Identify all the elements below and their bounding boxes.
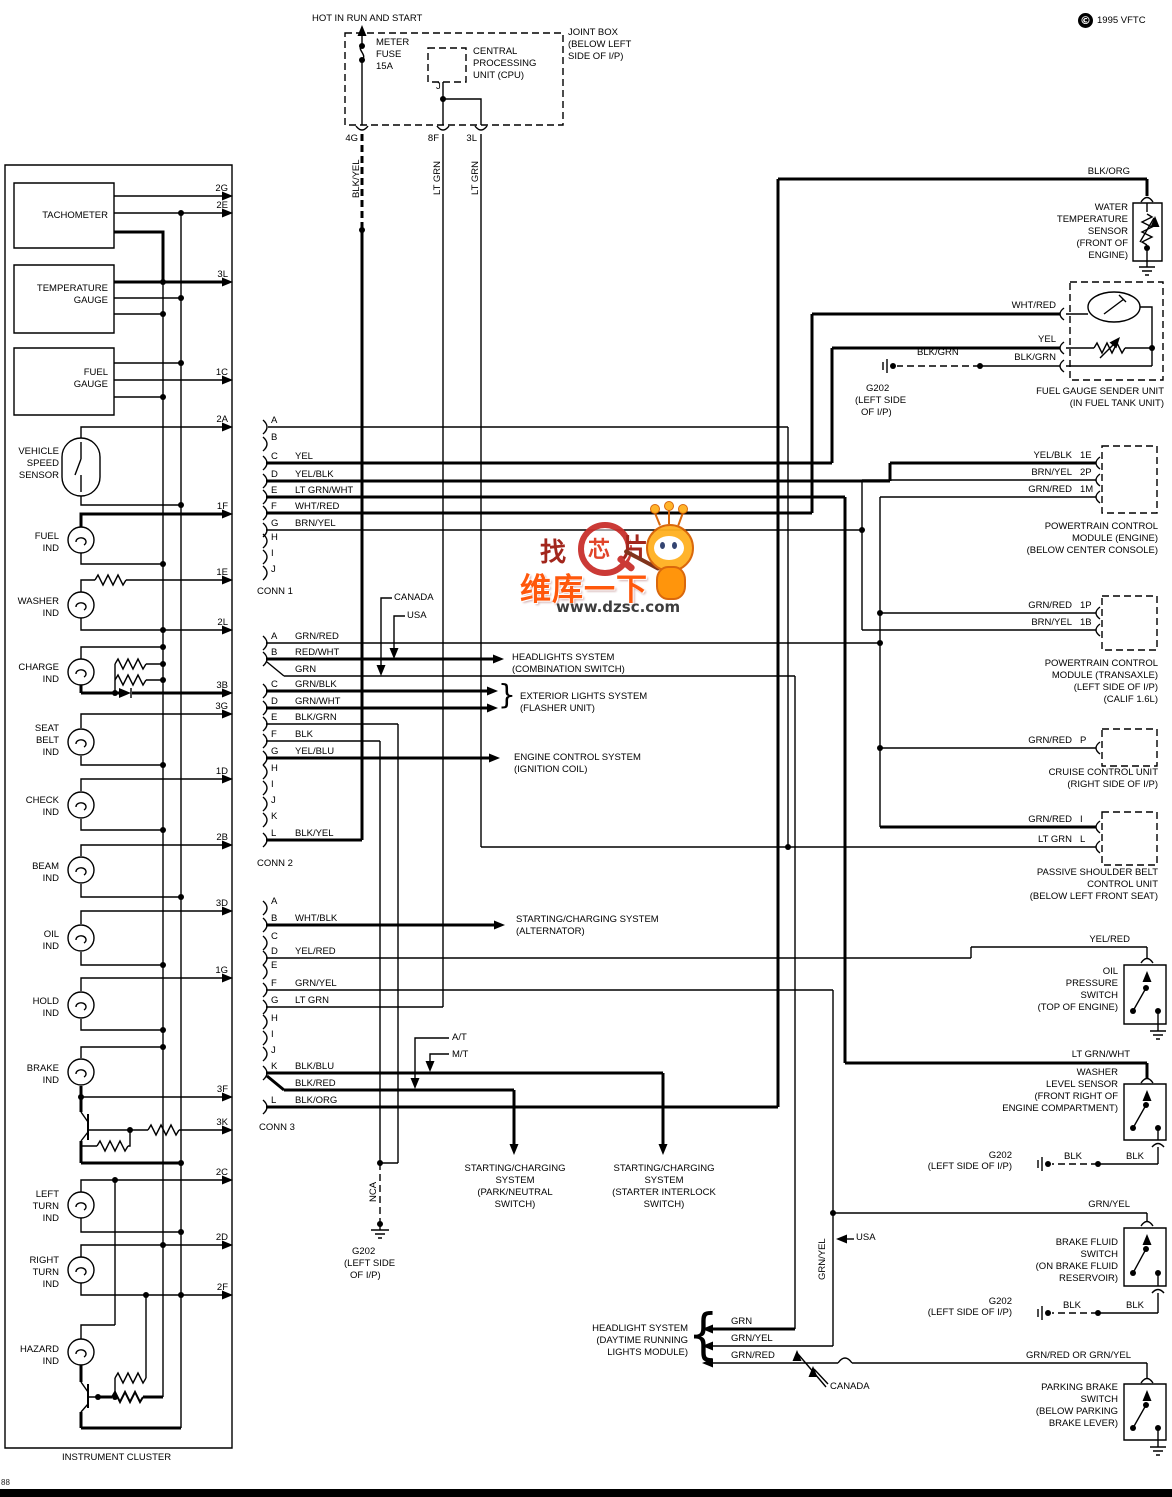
watermark-magnifier-icon xyxy=(578,522,632,576)
fuel-gauge-sender-unit xyxy=(882,281,1164,381)
passive-shoulder-belt-control-unit xyxy=(481,811,1158,866)
mascot-antenna-tip xyxy=(678,504,688,514)
powertrain-control-module-transaxle xyxy=(1095,595,1158,651)
water-temperature-sensor xyxy=(1132,196,1163,276)
mascot-eye xyxy=(672,542,677,549)
washer-level-sensor xyxy=(1037,1077,1167,1171)
watermark: 找 芯 片 维库一下 www.dzsc.com xyxy=(518,501,728,623)
cruise-control-unit xyxy=(1095,728,1158,767)
joint-box xyxy=(344,25,564,131)
mascot-face xyxy=(654,536,684,560)
headlight-system-arrows xyxy=(702,1324,833,1388)
mascot-antenna-tip xyxy=(664,501,674,511)
mascot-eye xyxy=(660,542,665,549)
copyright-icon: © xyxy=(1078,13,1093,28)
connector-pins xyxy=(262,419,268,1115)
footer-bar xyxy=(0,1489,1172,1497)
parking-brake-switch xyxy=(708,1357,1167,1456)
mascot-body xyxy=(656,566,686,600)
mascot-antenna xyxy=(668,508,670,524)
copyright-text: 1995 VFTC xyxy=(1097,15,1146,26)
brake-fluid-switch xyxy=(836,1220,1167,1320)
powertrain-control-module-engine xyxy=(1095,445,1158,514)
watermark-char: 找 xyxy=(540,538,567,568)
watermark-char: 芯 xyxy=(588,538,611,563)
watermark-brand: 维库一下 xyxy=(520,572,648,608)
mascot-antenna-tip xyxy=(650,504,660,514)
watermark-site: www.dzsc.com xyxy=(556,598,681,616)
oil-pressure-switch xyxy=(1123,957,1167,1040)
instrument-cluster xyxy=(4,164,233,1449)
